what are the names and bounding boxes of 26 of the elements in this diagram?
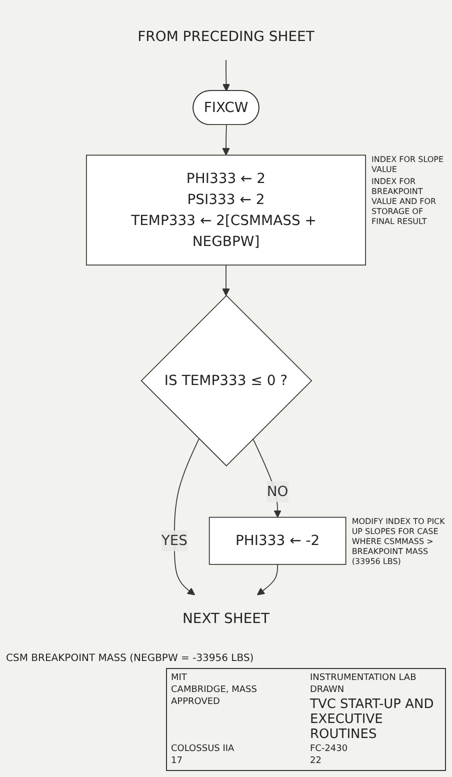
arrow — [256, 564, 278, 596]
arrow — [252, 438, 282, 518]
annotation-text: MODIFY INDEX TO PICK UP SLOPES FOR CASE WHERE CSMMASS > BREAKPOINT MASS (33956 LBS) — [352, 517, 446, 568]
edge-label: YES — [161, 532, 188, 549]
title-block-text: MIT — [171, 673, 188, 683]
title-block-text: DRAWN — [310, 685, 346, 695]
arrow — [222, 264, 230, 296]
title-block-text: CAMBRIDGE, MASS — [171, 685, 258, 695]
annotation-text: INDEX FOR SLOPE VALUE — [372, 155, 445, 176]
node-box: PHI333 ← -2 — [208, 516, 346, 565]
title-block-text: APPROVED — [171, 697, 221, 709]
title-block-text: FC-2430 — [310, 744, 349, 754]
title-block-text: 22 — [310, 756, 322, 766]
title-block-text: COLOSSUS IIA — [171, 744, 236, 754]
node-diamond: IS TEMP333 ≤ 0 ? — [140, 294, 312, 466]
edge-label: NO — [266, 482, 288, 500]
arrow — [222, 124, 230, 156]
title-block-text: INSTRUMENTATION LAB — [310, 673, 418, 683]
annotation-text: INDEX FOR BREAKPOINT VALUE AND FOR STORAGE OF FINAL RESULT — [372, 177, 438, 228]
drawing-title: TVC START-UP AND EXECUTIVE ROUTINES — [310, 697, 435, 742]
title-block-text: 17 — [171, 756, 184, 766]
note-text: CSM BREAKPOINT MASS (NEGBPW = -33956 LBS) — [6, 653, 255, 664]
node-text: NEXT SHEET — [182, 610, 270, 626]
node-box: PHI333 ← 2 PSI333 ← 2 TEMP333 ← 2[CSMMASS + NEGBPW] — [86, 154, 366, 266]
arrow — [222, 60, 230, 92]
node-text: FROM PRECEDING SHEET — [138, 28, 314, 44]
